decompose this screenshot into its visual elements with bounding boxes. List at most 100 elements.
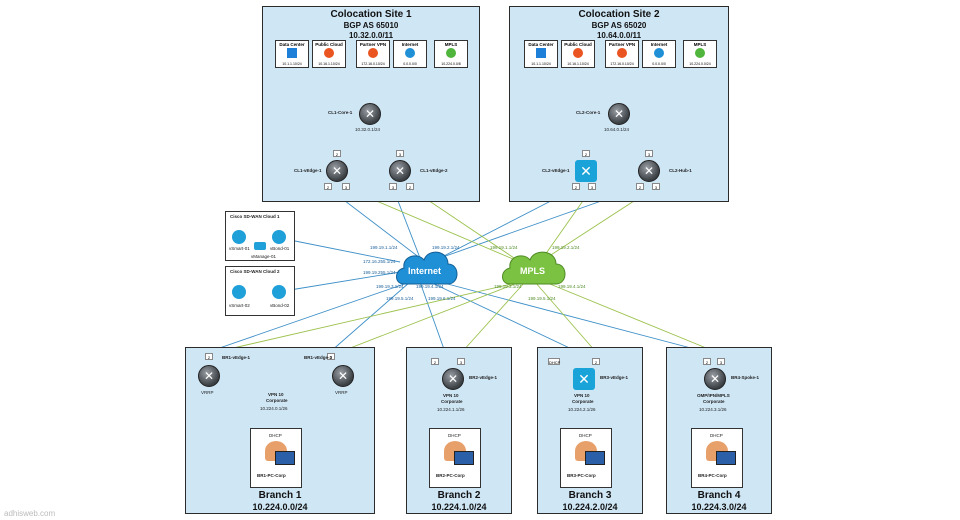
br2-subnet: 10.224.1.0/24 <box>431 502 487 512</box>
colo1-edge1-router-icon <box>326 160 348 182</box>
colo1-svc-internet: Internet 0.0.0.0/0 <box>393 40 427 68</box>
inet-ip-2: 199.19.2.1/24 <box>432 245 460 250</box>
colo2-svc-partner-vpn: Partner VPN 172.16.0.10/24 <box>605 40 639 68</box>
mpls-ip-1: 199.19.1.1/24 <box>490 245 518 250</box>
mpls-ip-4: 199.19.4.1/24 <box>558 284 586 289</box>
cloud-icon <box>695 48 705 58</box>
branch-2: 2 3 BR2-vEdge-1 VPN 10 Corporate 10.224.… <box>406 347 512 514</box>
br4-dhcp: DHCP <box>710 433 723 438</box>
colo1-core-ip: 10.32.0.1/24 <box>355 127 381 132</box>
br2-pc-label: BR2-PC-Corp <box>436 473 465 478</box>
br1-subnet: 10.224.0.0/24 <box>252 502 308 512</box>
mpls-ip-5: 199.19.5.1/24 <box>528 296 556 301</box>
vmanage-icon <box>254 242 266 250</box>
ubuntu-icon <box>573 48 583 58</box>
port-icon: 2 <box>324 183 332 190</box>
monitor-icon <box>275 451 295 465</box>
br2-vpn-name: Corporate <box>441 399 463 404</box>
cloud-icon <box>446 48 456 58</box>
vsmart1-label: vSmart-01 <box>229 246 250 251</box>
cloud-icon <box>654 48 664 58</box>
colo1-subnet: 10.32.0.0/11 <box>348 31 394 40</box>
br3-gw: 10.224.2.1/26 <box>568 407 596 412</box>
colo2-core-ip: 10.64.0.1/24 <box>604 127 630 132</box>
port-icon: 3 <box>396 150 404 157</box>
colo2-subnet: 10.64.0.0/11 <box>596 31 642 40</box>
br1-vpn: VPN 10 <box>268 392 284 397</box>
br1-gw: 10.224.0.1/26 <box>260 406 288 411</box>
br1-vrrp-2: VRRP <box>335 390 348 395</box>
port-icon: 2 <box>406 183 414 190</box>
colo2-svc-internet: Internet 0.0.0.0/0 <box>642 40 676 68</box>
sdwan-cloud-1: Cisco SD-WAN Cloud 1 vSmart-01 vBond-01 … <box>225 211 295 261</box>
inet-ip-5: 199.19.5.1/24 <box>386 296 414 301</box>
br1-pc-box: DHCP BR1-PC-Corp <box>250 428 302 488</box>
port-icon: 2 <box>592 358 600 365</box>
port-icon: 3 <box>645 150 653 157</box>
br4-subnet: 10.224.3.0/24 <box>691 502 747 512</box>
br4-spoke-router-icon <box>704 368 726 390</box>
internet-cloud-icon <box>396 251 458 285</box>
colo1-edge2-router-icon <box>389 160 411 182</box>
colo2-svc-datacenter: Data Center 10.1.1.10/24 <box>524 40 558 68</box>
br1-vedge2-router-icon <box>332 365 354 387</box>
port-icon: 3 <box>652 183 660 190</box>
port-icon: 3 <box>389 183 397 190</box>
colo2-hub-label: CL2-Hub-1 <box>669 168 692 173</box>
ubuntu-icon <box>617 48 627 58</box>
colo1-svc-mpls: MPLS 10.224.0.0/8 <box>434 40 468 68</box>
br3-pc-box: DHCP BR3-PC-Corp <box>560 428 612 488</box>
port-icon: 3 <box>588 183 596 190</box>
port-icon: 3 <box>342 183 350 190</box>
mgmt-ip-1: 172.16.255.1/24 <box>363 259 396 264</box>
br2-r1-label: BR2-vEdge-1 <box>469 375 498 380</box>
inet-ip-4: 199.19.4.1/24 <box>416 284 444 289</box>
br2-gw: 10.224.1.1/26 <box>437 407 465 412</box>
br3-vpn: VPN 10 <box>574 393 590 398</box>
port-icon: DHCP <box>548 358 561 365</box>
br1-r2-label: BR1-vEdge-2 <box>304 355 333 360</box>
br4-pc-label: BR4-PC-Corp <box>698 473 727 478</box>
br3-r1-label: BR3-vEdge-1 <box>600 375 629 380</box>
br1-vpn-name: Corporate <box>266 398 288 403</box>
port-icon: 2 <box>572 183 580 190</box>
colo2-svc-public-cloud: Public Cloud 10.16.1.10/24 <box>561 40 595 68</box>
colo1-edge1-label: CL1-vEdge-1 <box>294 168 322 173</box>
branch-3: DHCP 2 BR3-vEdge-1 VPN 10 Corporate 10.2… <box>537 347 643 514</box>
br3-vedge-icon <box>573 368 595 390</box>
br3-dhcp: DHCP <box>579 433 592 438</box>
colo1-core-label: CL1-Core-1 <box>328 110 353 115</box>
colo2-svc-mpls: MPLS 10.224.0.0/24 <box>683 40 717 68</box>
port-icon: 3 <box>717 358 725 365</box>
vbond2-label: vBond-02 <box>270 303 290 308</box>
internet-label: Internet <box>408 266 442 276</box>
br4-title: Branch 4 <box>697 490 741 501</box>
cloud-icon <box>405 48 415 58</box>
inet-ip-6: 199.19.6.1/24 <box>428 296 456 301</box>
monitor-icon <box>454 451 474 465</box>
monitor-icon <box>716 451 736 465</box>
colo2-hub-router-icon <box>638 160 660 182</box>
vbond-icon <box>272 230 286 244</box>
mpls-ip-3: 199.19.3.1/24 <box>494 284 522 289</box>
br4-r1-label: BR4-Spoke-1 <box>731 375 760 380</box>
vsmart-icon <box>232 285 246 299</box>
br4-gw: 10.224.3.1/26 <box>699 407 727 412</box>
mpls-label: MPLS <box>520 266 546 276</box>
br2-pc-box: DHCP BR2-PC-Corp <box>429 428 481 488</box>
br2-vedge-router-icon <box>442 368 464 390</box>
br4-vpn-name: Corporate <box>703 399 725 404</box>
mgmt-ip-2: 199.19.255.1/24 <box>363 270 396 275</box>
port-icon: 2 <box>636 183 644 190</box>
br1-vedge1-router-icon <box>198 365 220 387</box>
sdwan-cloud-2: Cisco SD-WAN Cloud 2 vSmart-02 vBond-02 <box>225 266 295 316</box>
colo1-svc-partner-vpn: Partner VPN 172.16.0.10/24 <box>356 40 390 68</box>
br3-title: Branch 3 <box>568 490 612 501</box>
monitor-icon <box>585 451 605 465</box>
port-icon: 2 <box>205 353 213 360</box>
br1-dhcp: DHCP <box>269 433 282 438</box>
colo2-edge1-label: CL2-vEdge-1 <box>542 168 570 173</box>
mpls-cloud-icon <box>502 251 566 285</box>
br2-vpn: VPN 10 <box>443 393 459 398</box>
vbond-icon <box>272 285 286 299</box>
